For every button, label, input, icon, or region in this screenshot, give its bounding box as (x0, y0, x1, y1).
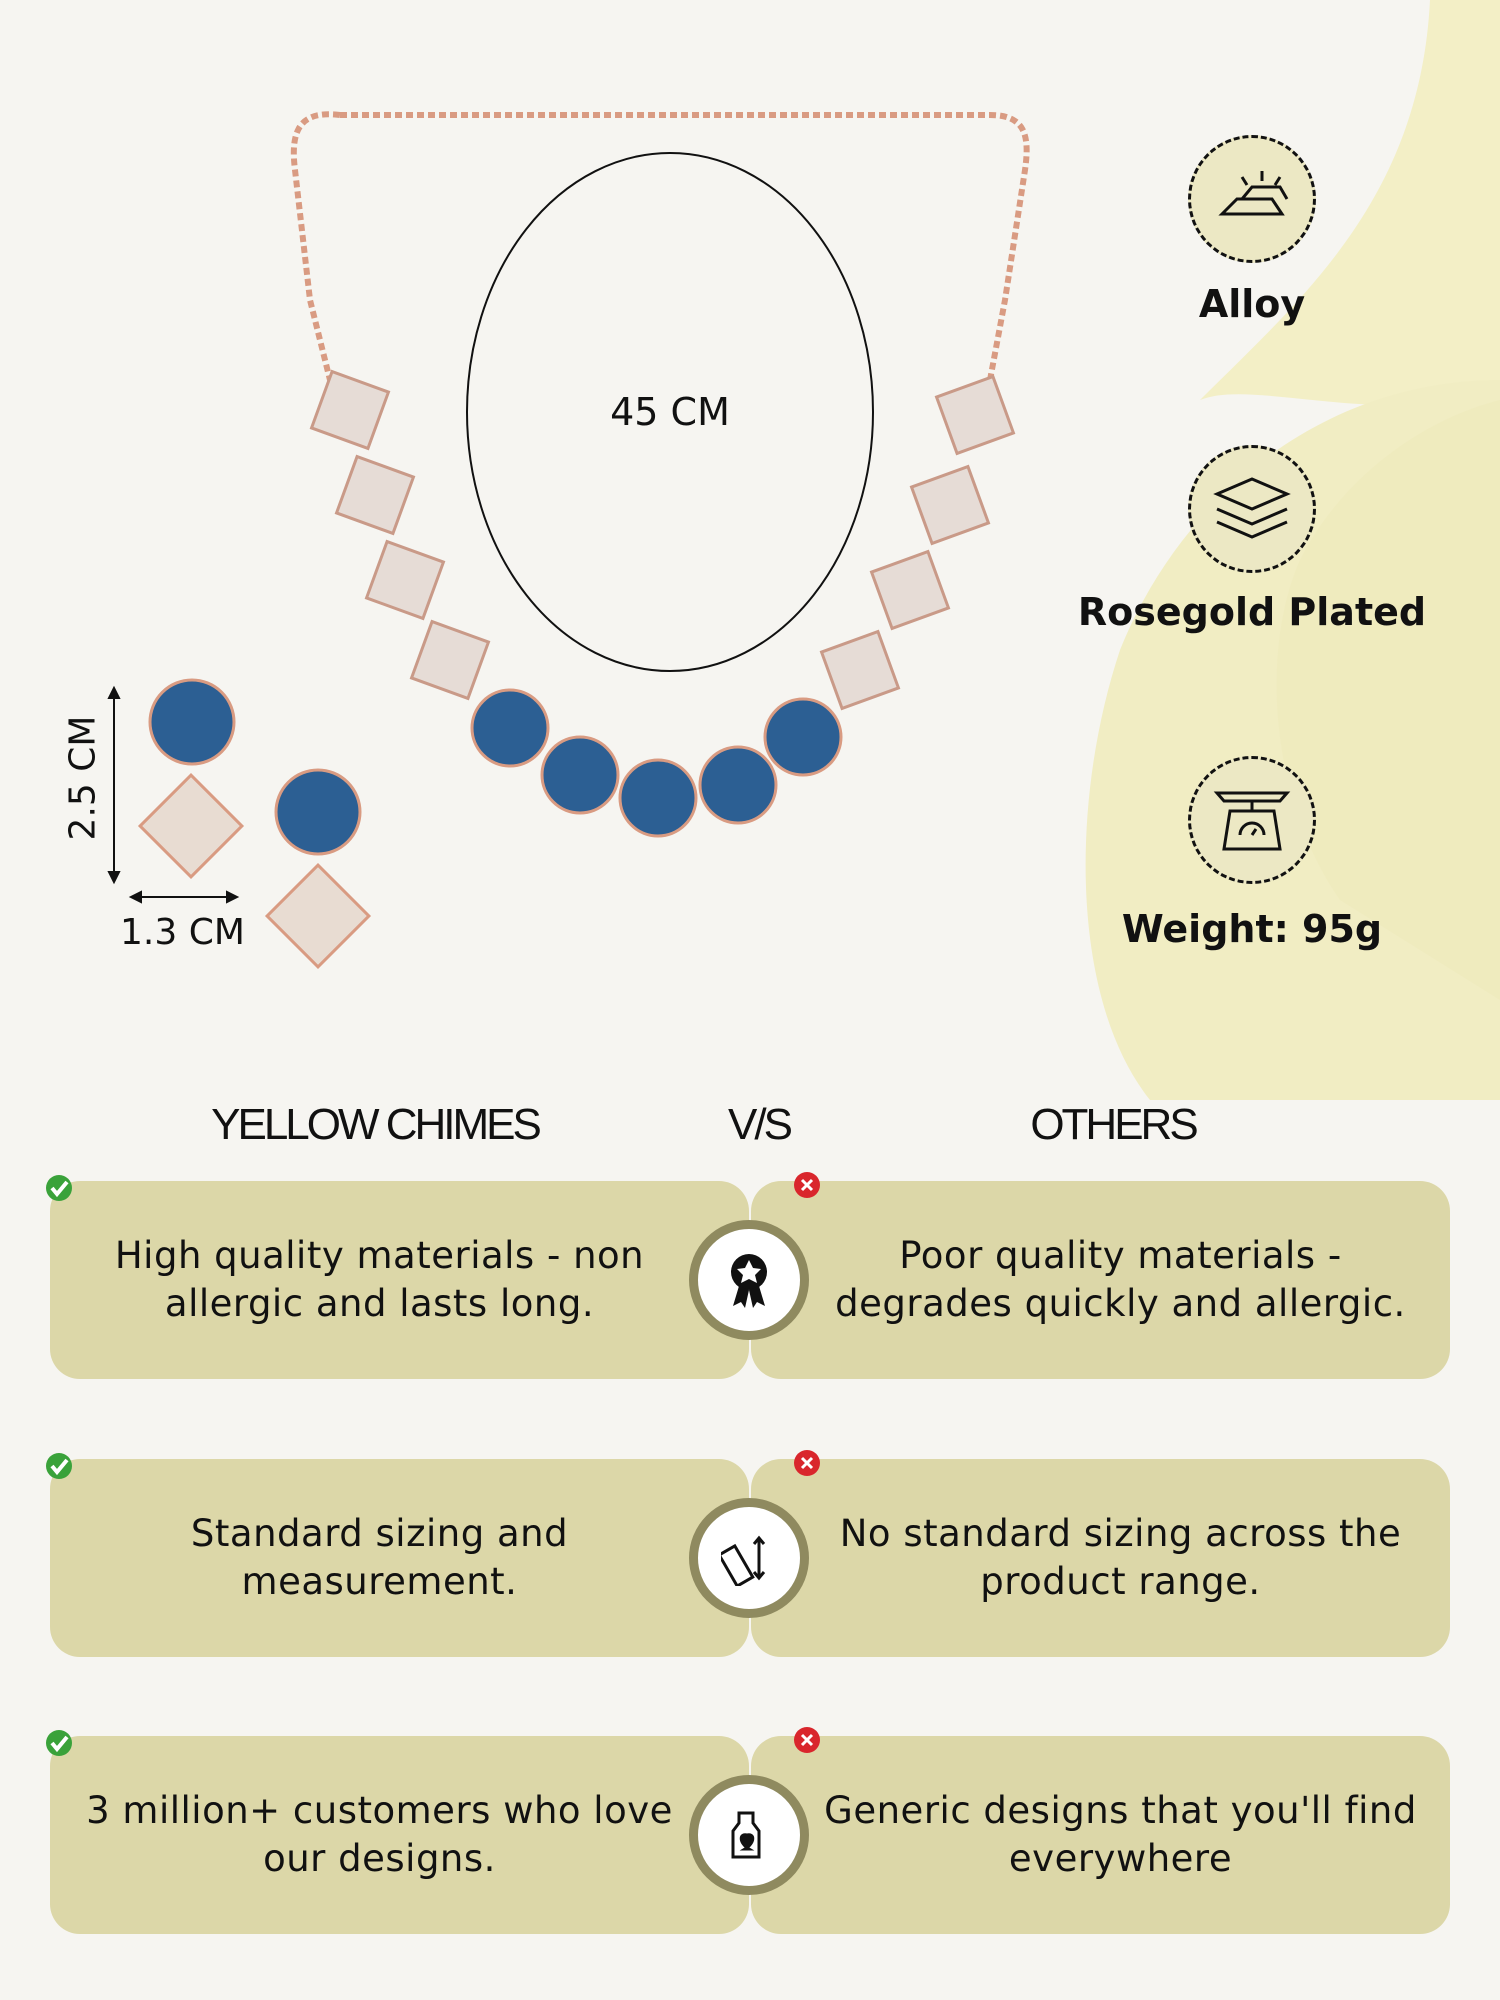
brand-heading: YELLOW CHIMES (211, 1100, 542, 1149)
feature-label-weight: Weight: 95g (1121, 907, 1383, 951)
earring-height-label: 2.5 CM (62, 715, 104, 841)
necklace-length-label: 45 CM (610, 390, 730, 434)
cross-icon (794, 1172, 820, 1198)
cross-icon (794, 1450, 820, 1476)
earring-width-label: 1.3 CM (120, 912, 245, 953)
others-text: Generic designs that you'll find everywh… (751, 1736, 1450, 1934)
scale-icon (1188, 756, 1316, 884)
layers-icon (1188, 445, 1316, 573)
ours-text: 3 million+ customers who love our design… (50, 1736, 749, 1934)
others-text: No standard sizing across the product ra… (751, 1459, 1450, 1657)
feature-label-plating: Rosegold Plated (1077, 590, 1427, 634)
ours-text: Standard sizing and measurement. (50, 1459, 749, 1657)
earrings-image (107, 678, 372, 970)
check-icon (46, 1175, 72, 1201)
necklace-image (290, 111, 1030, 838)
gold-bars-icon (1188, 135, 1316, 263)
vs-heading: V/S (728, 1100, 793, 1149)
customer-heart-icon (689, 1775, 809, 1895)
others-text: Poor quality materials - degrades quickl… (751, 1181, 1450, 1379)
ruler-measure-icon (689, 1498, 809, 1618)
feature-label-alloy: Alloy (1198, 282, 1306, 326)
award-badge-icon (689, 1220, 809, 1340)
ours-text: High quality materials - non allergic an… (50, 1181, 749, 1379)
check-icon (46, 1730, 72, 1756)
others-heading: OTHERS (1030, 1100, 1198, 1149)
check-icon (46, 1453, 72, 1479)
cross-icon (794, 1727, 820, 1753)
